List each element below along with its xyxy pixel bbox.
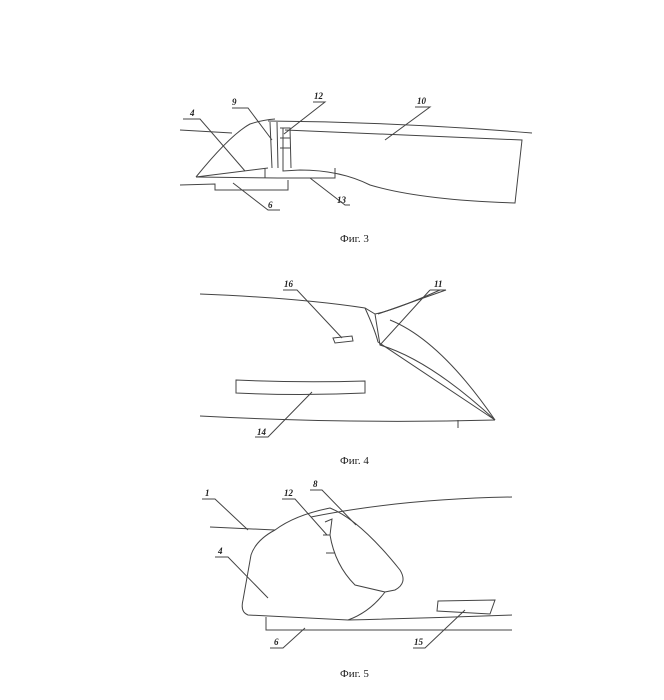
label-10: 10: [417, 96, 427, 106]
label-6: 6: [268, 200, 273, 210]
label-4: 4: [189, 108, 195, 118]
caption-fig-5: Фиг. 5: [340, 668, 369, 680]
label-1: 1: [205, 488, 210, 498]
label-16: 16: [284, 279, 294, 289]
label-12: 12: [284, 488, 294, 498]
label-4: 4: [217, 546, 223, 556]
figure-4: 16 11 14 Фиг. 4: [199, 279, 496, 467]
label-8: 8: [313, 479, 318, 489]
label-11: 11: [434, 279, 443, 289]
label-6: 6: [274, 637, 279, 647]
figure-5: 1 8 12 4 6 15 Фиг. 5: [202, 479, 513, 680]
label-13: 13: [337, 195, 347, 205]
caption-fig-4: Фиг. 4: [340, 455, 369, 467]
label-14: 14: [257, 427, 267, 437]
label-12: 12: [314, 91, 324, 101]
label-9: 9: [232, 97, 237, 107]
figure-3: 4 9 12 10 6 13 Фиг. 3: [179, 91, 533, 245]
label-15: 15: [414, 637, 424, 647]
caption-fig-3: Фиг. 3: [340, 233, 369, 245]
